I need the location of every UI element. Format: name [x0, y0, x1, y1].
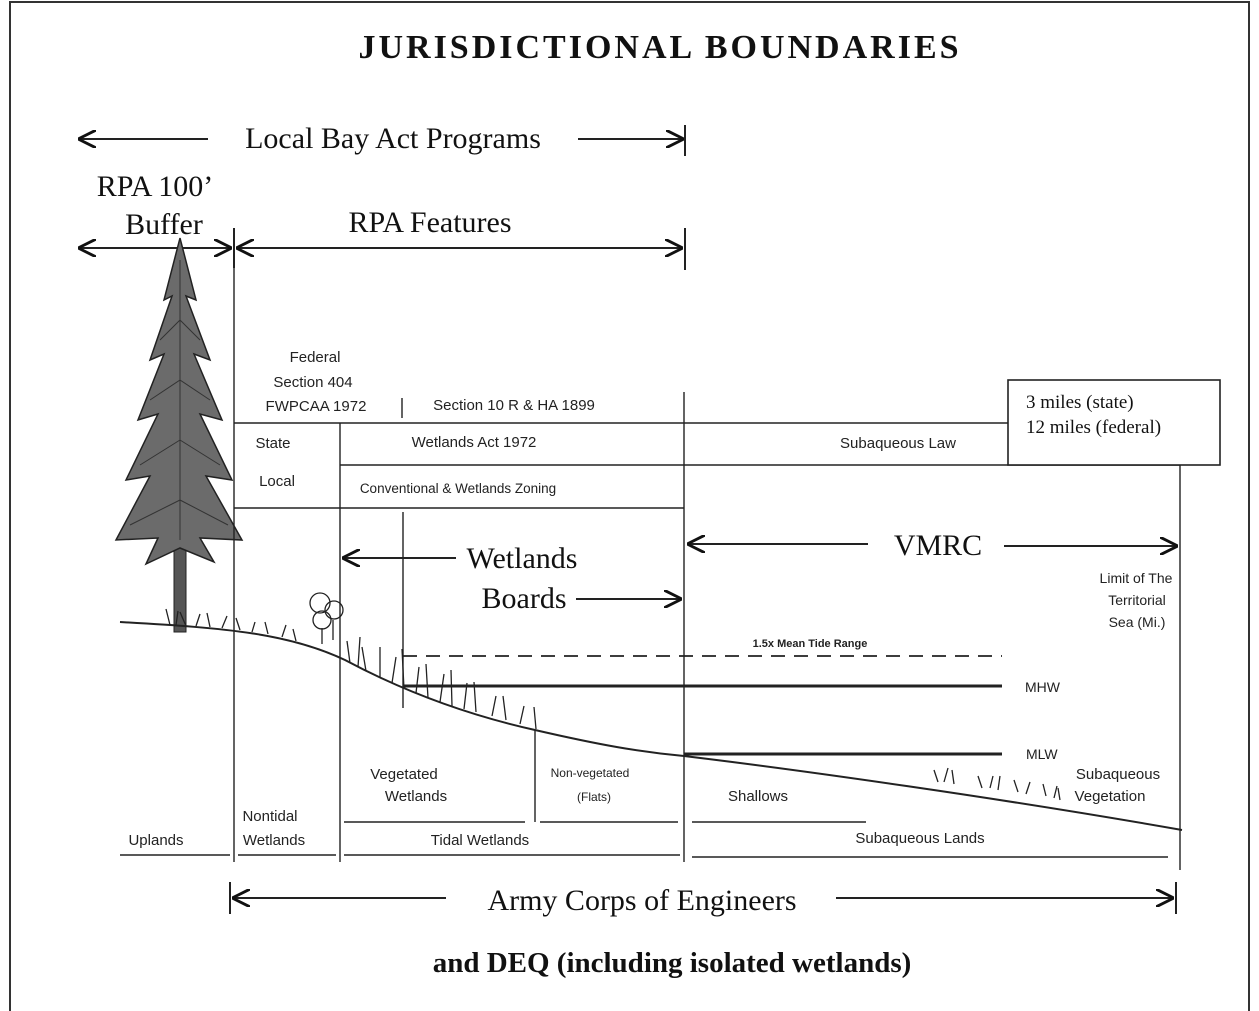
section-10-label: Section 10 R & HA 1899 [433, 397, 595, 414]
section-404-label: Section 404 [273, 374, 352, 391]
state-miles-label: 3 miles (state) [1026, 392, 1134, 413]
nonvegetated-label-2: (Flats) [577, 790, 611, 804]
vmrc-arrow: VMRC [689, 529, 1176, 562]
territorial-label-1: Limit of The [1100, 570, 1173, 586]
page-title: JURISDICTIONAL BOUNDARIES [358, 29, 961, 66]
rpa-buffer-arrow: RPA 100’ Buffer [80, 170, 235, 268]
local-bay-act-label: Local Bay Act Programs [245, 122, 541, 155]
subaqueous-veg-label-1: Subaqueous [1076, 766, 1160, 783]
fwpcaa-label: FWPCAA 1972 [266, 398, 367, 415]
page-frame [9, 1, 1250, 1011]
tidal-wetlands-label: Tidal Wetlands [431, 832, 529, 849]
wetlands-boards-arrow: Wetlands Boards [344, 542, 680, 615]
ground-profile [119, 621, 1183, 831]
zone-labels: Vegetated Wetlands Non-vegetated (Flats)… [120, 766, 1168, 858]
rpa-features-arrow: RPA Features [238, 206, 686, 270]
pine-tree-icon [114, 237, 244, 633]
federal-label: Federal [290, 349, 341, 366]
subaqueous-law-label: Subaqueous Law [840, 435, 956, 452]
deq-label: and DEQ (including isolated wetlands) [433, 947, 912, 979]
vegetated-label-1: Vegetated [370, 766, 438, 783]
vegetated-label-2: Wetlands [385, 788, 447, 805]
nontidal-label-2: Wetlands [243, 832, 305, 849]
local-label: Local [259, 473, 295, 490]
mean-tide-label: 1.5x Mean Tide Range [753, 638, 868, 650]
territorial-label-3: Sea (Mi.) [1109, 614, 1166, 630]
vmrc-label: VMRC [894, 529, 982, 562]
subaqueous-lands-label: Subaqueous Lands [855, 830, 984, 847]
zoning-label: Conventional & Wetlands Zoning [360, 481, 556, 496]
nontidal-label-1: Nontidal [242, 808, 297, 825]
rpa-buffer-label-1: RPA 100’ [97, 170, 213, 203]
uplands-label: Uplands [128, 832, 183, 849]
territorial-label-2: Territorial [1108, 592, 1166, 608]
rpa-features-label: RPA Features [348, 206, 511, 239]
jurisdiction-table: Federal Section 404 FWPCAA 1972 Section … [233, 268, 1221, 870]
marsh-grass-icon [165, 592, 1061, 801]
army-corps-arrow: Army Corps of Engineers [229, 882, 1177, 917]
state-label: State [255, 435, 290, 452]
wetlands-act-label: Wetlands Act 1972 [412, 434, 537, 451]
tide-lines: 1.5x Mean Tide Range MHW MLW [403, 638, 1061, 762]
federal-miles-label: 12 miles (federal) [1026, 417, 1161, 438]
nonvegetated-label-1: Non-vegetated [551, 766, 630, 780]
mhw-label: MHW [1025, 679, 1061, 695]
offshore-limits-box [1007, 379, 1221, 466]
mlw-label: MLW [1026, 746, 1058, 762]
subaqueous-veg-label-2: Vegetation [1075, 788, 1146, 805]
shallows-label: Shallows [728, 788, 788, 805]
rpa-buffer-label-2: Buffer [125, 208, 203, 241]
army-corps-label: Army Corps of Engineers [487, 884, 796, 917]
wetlands-boards-label-2: Boards [482, 582, 567, 615]
wetlands-boards-label-1: Wetlands [467, 542, 578, 575]
local-bay-act-arrow: Local Bay Act Programs [80, 122, 686, 156]
